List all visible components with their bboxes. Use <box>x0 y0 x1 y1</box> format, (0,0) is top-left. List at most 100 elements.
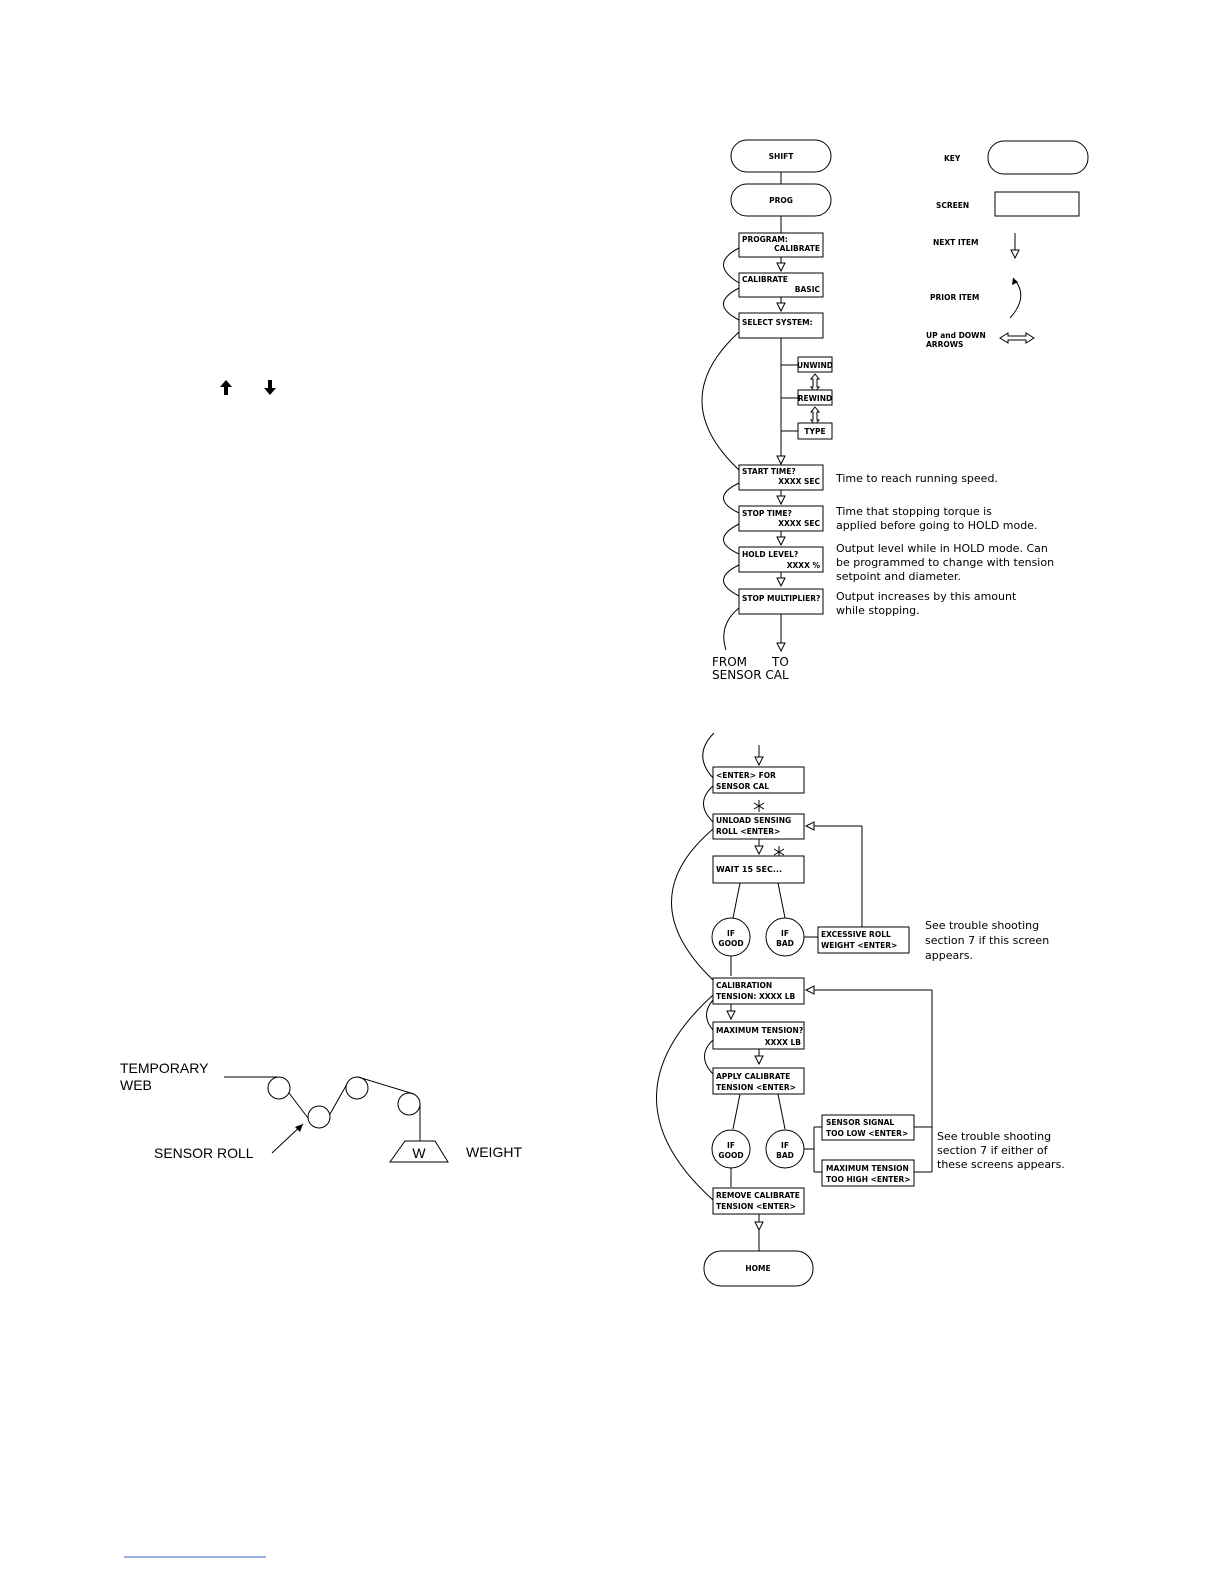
screen-text: ROLL <ENTER> <box>716 827 780 836</box>
legend-updown-label-2: ARROWS <box>926 340 963 349</box>
screen-text: XXXX % <box>787 561 821 570</box>
note-trouble-1: See trouble shooting <box>925 919 1039 932</box>
screen-text: MAXIMUM TENSION? <box>716 1026 803 1035</box>
legend-next-label: NEXT ITEM <box>933 238 978 247</box>
screen-unwind <box>797 356 833 373</box>
legend-prior-label: PRIOR ITEM <box>930 293 979 302</box>
screen-text: CALIBRATION <box>716 981 772 990</box>
screen-text: TOO HIGH <ENTER> <box>826 1175 911 1184</box>
screen-wait <box>712 855 805 884</box>
flowchart-sensor-cal: <ENTER> FOR SENSOR CAL UNLOAD SENSING RO… <box>656 732 1065 1287</box>
sensor-roll <box>307 1105 331 1129</box>
decision-text: IF <box>781 1141 789 1150</box>
flowchart-calibrate: SHIFT PROG PROGRAM: CALIBRATE CALIBRATE … <box>701 139 1054 682</box>
legend-key-shape <box>987 140 1089 175</box>
idler-roll <box>267 1076 291 1100</box>
temporary-web-label: TEMPORARY <box>120 1060 209 1076</box>
screen-text: REMOVE CALIBRATE <box>716 1191 800 1200</box>
from-label: FROM <box>712 655 747 669</box>
screen-text: EXCESSIVE ROLL <box>821 930 891 939</box>
screen-text: STOP MULTIPLIER? <box>742 594 820 603</box>
weight-label: WEIGHT <box>466 1144 522 1160</box>
screen-text: UNLOAD SENSING <box>716 816 791 825</box>
screen-text: APPLY CALIBRATE <box>716 1072 790 1081</box>
screen-text: CALIBRATE <box>742 275 788 284</box>
note-trouble-1: section 7 if this screen <box>925 934 1049 947</box>
screen-stop-multiplier <box>738 588 824 615</box>
screen-text: SENSOR CAL <box>716 782 769 791</box>
screen-text: START TIME? <box>742 467 796 476</box>
note-hold-level: be programmed to change with tension <box>836 556 1054 569</box>
screen-text: TYPE <box>804 427 825 436</box>
idler-roll <box>397 1092 421 1116</box>
legend-next-arrow-icon <box>1010 233 1020 260</box>
screen-text: XXXX LB <box>765 1038 802 1047</box>
screen-text: UNWIND <box>797 361 833 370</box>
decision-text: GOOD <box>718 1151 743 1160</box>
legend: KEY SCREEN NEXT ITEM PRIOR ITEM UP and D… <box>926 140 1089 349</box>
idler-roll <box>345 1076 369 1100</box>
updown-arrow-icon <box>809 373 821 393</box>
updown-arrow-icon <box>809 406 821 426</box>
screen-text: TOO LOW <ENTER> <box>826 1129 908 1138</box>
screen-enter-sensor-cal <box>712 766 805 794</box>
sensor-roll-label: SENSOR ROLL <box>154 1145 254 1161</box>
decision-text: IF <box>727 929 735 938</box>
screen-text: TENSION: XXXX LB <box>716 992 795 1001</box>
screen-maximum-tension-too-high <box>821 1159 915 1187</box>
decision-text: GOOD <box>718 939 743 948</box>
screen-text: SENSOR SIGNAL <box>826 1118 894 1127</box>
screen-text: XXXX SEC <box>778 519 820 528</box>
screen-text: TENSION <ENTER> <box>716 1083 796 1092</box>
screen-text: MAXIMUM TENSION <box>826 1164 909 1173</box>
decision-text: BAD <box>776 939 794 948</box>
temporary-web-label: WEB <box>120 1077 152 1093</box>
screen-text: STOP TIME? <box>742 509 792 518</box>
decision-text: IF <box>727 1141 735 1150</box>
weight-symbol: W <box>412 1145 426 1161</box>
legend-key-label: KEY <box>944 154 961 163</box>
screen-start-time <box>738 464 824 491</box>
decision-text: IF <box>781 929 789 938</box>
asterisk-icon <box>753 800 765 812</box>
legend-screen-label: SCREEN <box>936 201 969 210</box>
screen-text: WAIT 15 SEC... <box>716 865 782 874</box>
screen-rewind <box>797 389 833 406</box>
legend-screen-shape <box>994 191 1080 217</box>
screen-text: PROGRAM: <box>742 235 788 244</box>
note-trouble-2: these screens appears. <box>937 1158 1065 1171</box>
note-trouble-2: See trouble shooting <box>937 1130 1051 1143</box>
screen-type <box>797 422 833 440</box>
note-hold-level: setpoint and diameter. <box>836 570 961 583</box>
screen-text: HOLD LEVEL? <box>742 550 798 559</box>
home-key <box>703 1250 814 1287</box>
shift-key-label: SHIFT <box>769 152 795 161</box>
screen-maximum-tension <box>712 1021 805 1050</box>
note-hold-level: Output level while in HOLD mode. Can <box>836 542 1048 555</box>
home-key-label: HOME <box>745 1264 770 1273</box>
screen-unload-sensing-roll <box>712 813 805 840</box>
screen-text: BASIC <box>795 285 821 294</box>
screen-text: TENSION <ENTER> <box>716 1202 796 1211</box>
to-label: TO <box>771 655 789 669</box>
screen-hold-level <box>738 546 824 573</box>
legend-prior-arrow-icon <box>1009 277 1022 319</box>
screen-stop-time <box>738 505 824 532</box>
screen-text: REWIND <box>798 394 832 403</box>
sensor-cal-label: SENSOR CAL <box>712 668 789 682</box>
note-stop-time: applied before going to HOLD mode. <box>836 519 1037 532</box>
note-trouble-2: section 7 if either of <box>937 1144 1049 1157</box>
weight-block <box>389 1140 449 1163</box>
screen-text: WEIGHT <ENTER> <box>821 941 897 950</box>
screen-apply-calibrate-tension <box>712 1067 805 1095</box>
screen-text: <ENTER> FOR <box>716 771 776 780</box>
screen-calibrate-basic <box>738 272 824 298</box>
web-roll-diagram: TEMPORARY WEB W WEIGHT SENSOR ROLL <box>120 1060 522 1163</box>
screen-program-calibrate <box>738 232 824 258</box>
decision-text: BAD <box>776 1151 794 1160</box>
note-stop-multiplier: Output increases by this amount <box>836 590 1017 603</box>
screen-excessive-roll-weight <box>817 926 910 954</box>
note-start-time: Time to reach running speed. <box>835 472 998 485</box>
screen-calibration-tension <box>712 977 805 1005</box>
